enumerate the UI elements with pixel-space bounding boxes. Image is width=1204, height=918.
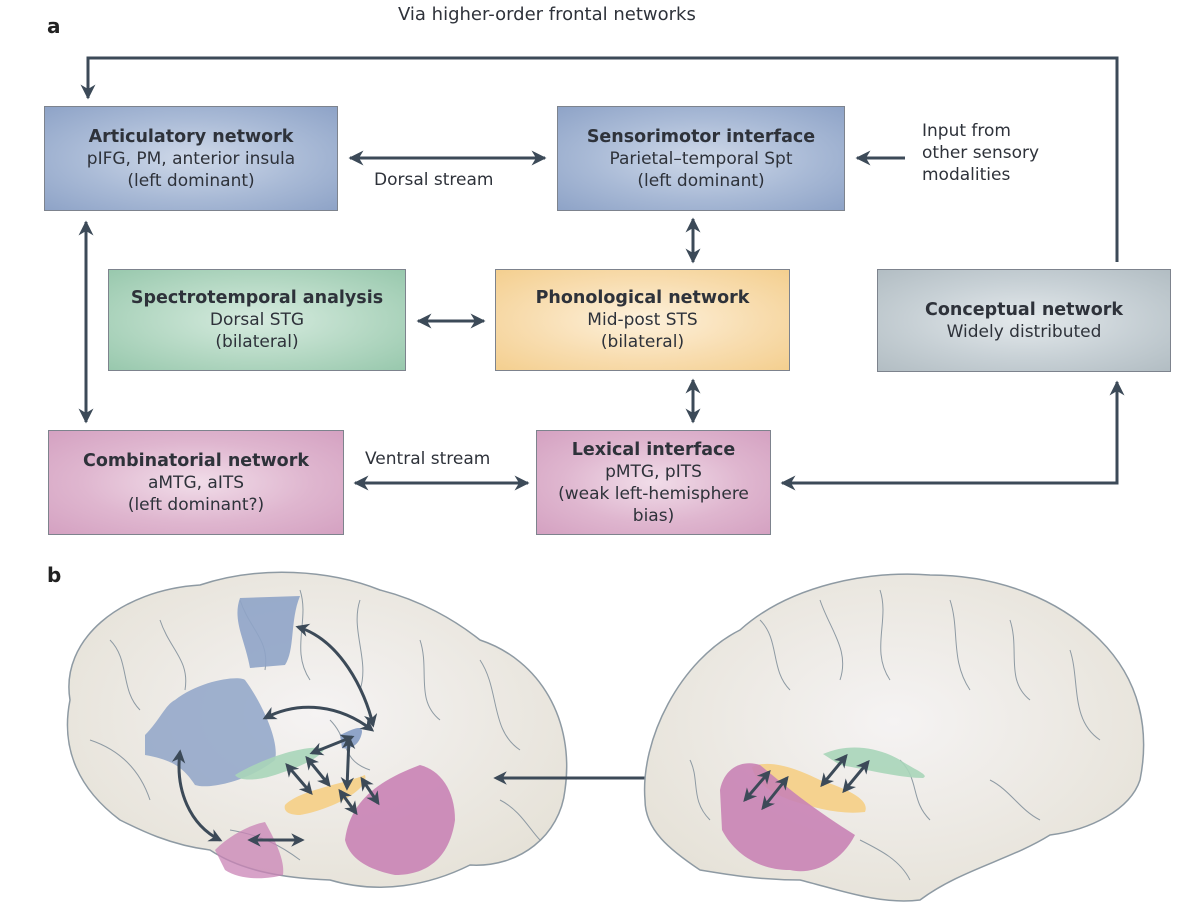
left-pifg-amtg-arrow: [171, 749, 223, 842]
conceptual-network-box: Conceptual network Widely distributed: [877, 269, 1171, 372]
left-pm-region: [237, 596, 300, 668]
phonological-network-box: Phonological network Mid-post STS (bilat…: [495, 269, 790, 371]
left-hemisphere: [66, 571, 568, 888]
left-pifg-spt-arrow: [262, 705, 375, 732]
connector-arrows: [78, 56, 1125, 491]
box-line: (bilateral): [600, 332, 685, 352]
box-line: (left dominant): [127, 170, 255, 191]
dorsal-stream-label: Dorsal stream: [374, 170, 494, 190]
left-sts-pmtg-arrow-2: [360, 776, 380, 806]
box-line: (left dominant): [637, 170, 765, 191]
box-line: (weak left-hemisphere bias): [558, 483, 749, 526]
input-modalities-label: Input from other sensory modalities: [922, 120, 1039, 186]
sensorimotor-interface-box: Sensorimotor interface Parietal–temporal…: [557, 106, 845, 211]
right-sts-pmtg-arrow-2: [761, 775, 789, 811]
left-brain-outline: [66, 571, 568, 888]
left-spt-sts-arrow: [340, 735, 356, 791]
box-line: aMTG, aITS: [147, 472, 245, 493]
box-title: Spectrotemporal analysis: [130, 288, 384, 308]
frontal-loop-arrow: [80, 56, 1119, 262]
box-line: pIFG, PM, anterior insula: [86, 148, 296, 169]
box-line: Widely distributed: [946, 321, 1102, 342]
input-label-line: modalities: [922, 165, 1011, 185]
left-stg-sts-arrow-2: [305, 755, 331, 788]
combinatorial-network-box: Combinatorial network aMTG, aITS (left d…: [48, 430, 344, 535]
ventral-stream-label: Ventral stream: [365, 449, 491, 469]
box-title: Phonological network: [535, 288, 750, 308]
input-label-line: Input from: [922, 121, 1011, 141]
left-stg-region: [235, 747, 325, 780]
via-frontal-label: Via higher-order frontal networks: [398, 4, 696, 25]
right-stg-sts-arrow-2: [842, 759, 870, 794]
input-label-line: other sensory: [922, 143, 1040, 163]
box-title: Conceptual network: [925, 299, 1123, 320]
box-line: (left dominant?): [127, 494, 265, 515]
box-line: Mid-post STS: [587, 310, 698, 330]
box-line: pMTG, pITS: [605, 461, 702, 482]
left-stg-sts-arrow-1: [285, 762, 313, 796]
box-line: Dorsal STG: [209, 310, 305, 330]
left-sts-pmtg-arrow-1: [338, 788, 358, 816]
box-title: Combinatorial network: [83, 450, 309, 471]
box-title: Lexical interface: [571, 439, 736, 460]
spectrotemporal-analysis-box: Spectrotemporal analysis Dorsal STG (bil…: [108, 269, 406, 371]
articulatory-network-box: Articulatory network pIFG, PM, anterior …: [44, 106, 338, 211]
box-line: (bilateral): [215, 332, 299, 352]
right-stg-region: [823, 747, 925, 778]
panel-a-label: a: [47, 14, 61, 38]
panel-b-label: b: [47, 563, 62, 587]
box-title: Sensorimotor interface: [586, 126, 816, 147]
right-hemisphere: [643, 573, 1145, 902]
box-title: Articulatory network: [88, 126, 294, 147]
conceptual-lexical-arrow: [780, 380, 1125, 491]
lexical-interface-box: Lexical interface pMTG, pITS (weak left-…: [536, 430, 771, 535]
box-line: Parietal–temporal Spt: [609, 148, 793, 169]
right-brain-outline: [643, 573, 1145, 902]
right-stg-sts-arrow-1: [820, 753, 848, 788]
